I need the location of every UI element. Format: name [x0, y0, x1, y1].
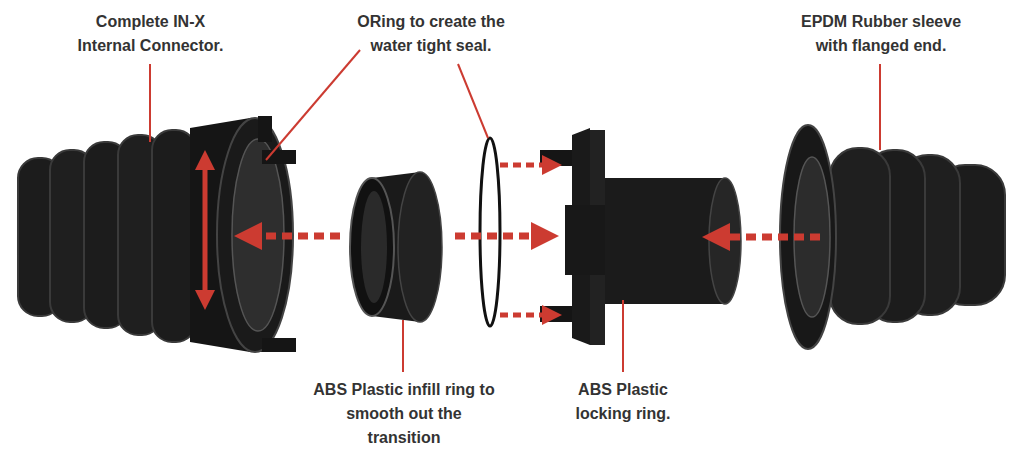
callout-label: EPDM Rubber sleeve with flanged end. [792, 10, 970, 58]
connector-collar [190, 116, 296, 352]
leader-lines [150, 50, 880, 372]
o-ring [480, 138, 500, 326]
callout-label: Complete IN-X Internal Connector. [68, 10, 233, 58]
callout-label: ABS Plastic locking ring. [562, 378, 684, 426]
callout-label: ABS Plastic infill ring to smooth out th… [310, 378, 498, 450]
callout-label: ORing to create the water tight seal. [345, 10, 517, 58]
locking-ring [540, 128, 741, 345]
fit-arrow [203, 160, 208, 300]
connector-bellows [18, 130, 196, 342]
infill-ring [350, 172, 442, 322]
assembly-arrows [248, 165, 820, 315]
